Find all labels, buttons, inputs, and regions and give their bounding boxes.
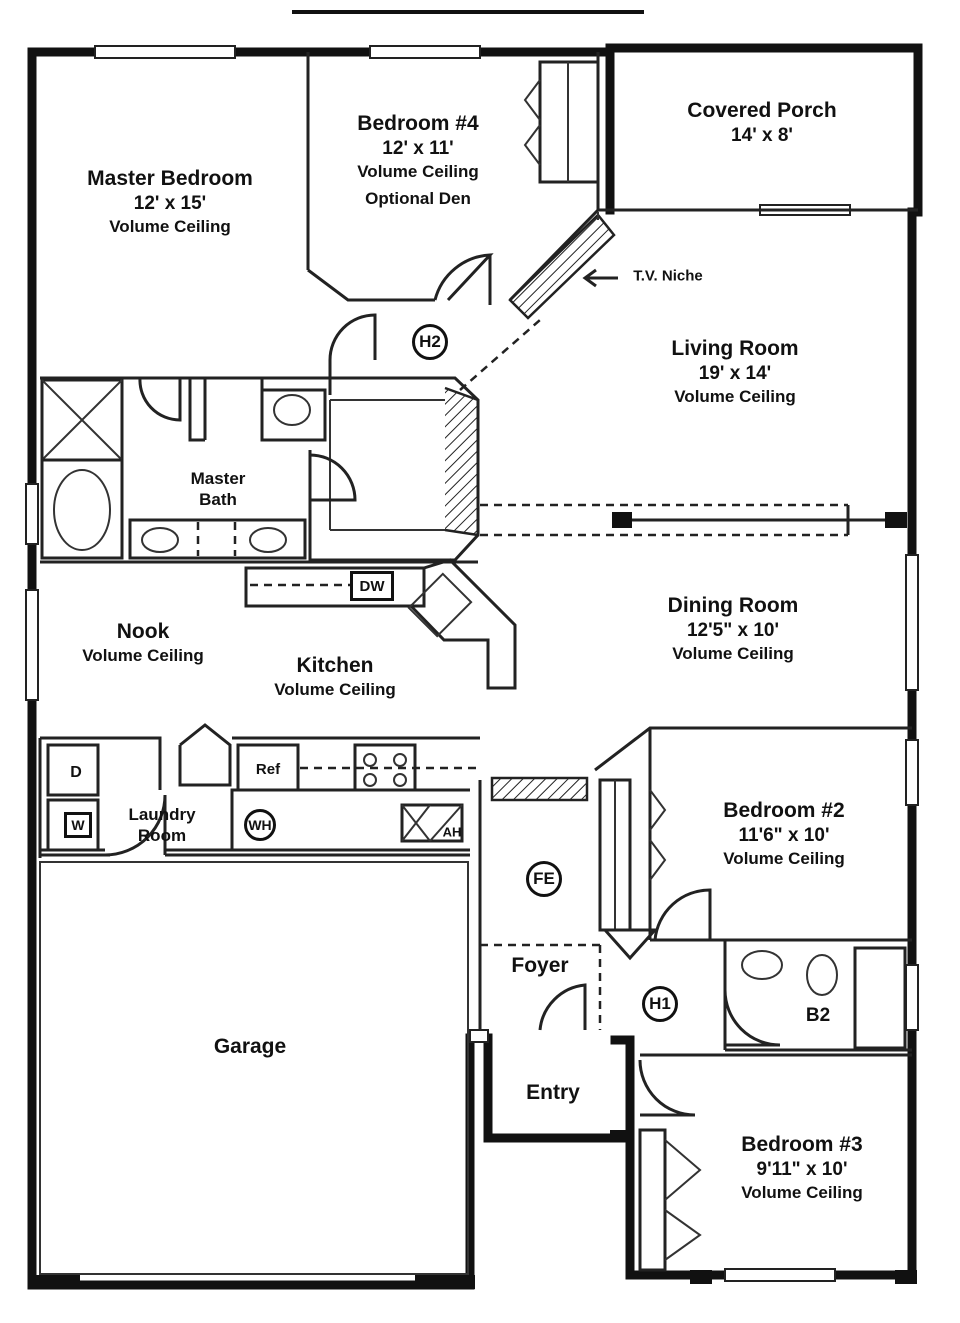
room-ceiling: Volume Ceiling bbox=[741, 1183, 863, 1202]
room-master-bath: Master Bath bbox=[191, 468, 246, 511]
room-alt-use: Optional Den bbox=[365, 189, 471, 209]
plan-title bbox=[292, 0, 644, 14]
air-handler-label: AH bbox=[442, 824, 462, 840]
room-entry: Entry bbox=[526, 1080, 580, 1106]
windows bbox=[25, 45, 919, 1282]
room-name: Living Room bbox=[671, 337, 799, 360]
room-name: Bedroom #3 bbox=[741, 1133, 863, 1156]
room-size: 12'5" x 10' bbox=[686, 620, 779, 642]
room-name: Entry bbox=[526, 1081, 580, 1104]
room-garage: Garage bbox=[214, 1034, 286, 1060]
room-name: Master bbox=[190, 469, 246, 488]
room-bedroom-3: Bedroom #3 9'11" x 10' Volume Ceiling bbox=[741, 1132, 863, 1203]
room-name: Covered Porch bbox=[687, 99, 837, 122]
room-ceiling: Volume Ceiling bbox=[274, 680, 396, 700]
room-size: 12' x 11' bbox=[382, 138, 454, 160]
room-name: Foyer bbox=[511, 954, 569, 977]
room-ceiling: Volume Ceiling bbox=[674, 387, 796, 406]
room-ceiling: Volume Ceiling bbox=[82, 646, 204, 666]
room-name: Garage bbox=[213, 1035, 287, 1058]
room-bedroom-2: Bedroom #2 11'6" x 10' Volume Ceiling bbox=[723, 798, 845, 869]
room-covered-porch: Covered Porch 14' x 8' bbox=[687, 98, 836, 148]
interior-walls bbox=[30, 52, 918, 1289]
room-kitchen: Kitchen Volume Ceiling bbox=[274, 653, 396, 701]
dishwasher-box: DW bbox=[350, 571, 394, 601]
room-name: Master Bedroom bbox=[87, 167, 253, 190]
tv-niche-arrow bbox=[582, 268, 618, 288]
room-ceiling: Volume Ceiling bbox=[672, 644, 794, 663]
room-name-line2: Bath bbox=[199, 490, 237, 510]
room-b2: B2 bbox=[805, 1005, 831, 1026]
refrigerator-label: Ref bbox=[255, 760, 281, 778]
hvac-h1-symbol: H1 bbox=[642, 986, 678, 1022]
door-swings bbox=[104, 212, 781, 1117]
room-name: Kitchen bbox=[296, 654, 374, 677]
room-ceiling: Volume Ceiling bbox=[109, 217, 231, 236]
room-name-line2: Room bbox=[137, 826, 187, 846]
room-dining-room: Dining Room 12'5" x 10' Volume Ceiling bbox=[668, 593, 799, 664]
room-master-bedroom: Master Bedroom 12' x 15' Volume Ceiling bbox=[87, 166, 253, 237]
room-size: 12' x 15' bbox=[133, 193, 207, 215]
room-size: 19' x 14' bbox=[698, 363, 772, 385]
room-name: Bedroom #2 bbox=[723, 799, 845, 822]
washer-box: W bbox=[64, 812, 92, 838]
dryer-label: D bbox=[70, 764, 82, 781]
room-size: 11'6" x 10' bbox=[738, 825, 830, 847]
room-size: 14' x 8' bbox=[731, 125, 793, 147]
room-ceiling: Volume Ceiling bbox=[723, 849, 845, 868]
room-size: 9'11" x 10' bbox=[756, 1159, 848, 1181]
room-nook: Nook Volume Ceiling bbox=[82, 619, 204, 667]
water-heater-symbol: WH bbox=[244, 809, 276, 841]
room-living-room: Living Room 19' x 14' Volume Ceiling bbox=[671, 336, 798, 407]
room-name: Dining Room bbox=[667, 594, 799, 617]
tv-niche-label: T.V. Niche bbox=[633, 267, 703, 285]
fire-extinguisher-symbol: FE bbox=[526, 861, 562, 897]
room-name: Bedroom #4 bbox=[357, 112, 479, 135]
room-ceiling: Volume Ceiling bbox=[357, 162, 479, 181]
hvac-h2-symbol: H2 bbox=[412, 324, 448, 360]
room-laundry: Laundry Room bbox=[128, 804, 195, 847]
room-name: Nook bbox=[116, 620, 170, 643]
room-bedroom-4: Bedroom #4 12' x 11' Volume Ceiling Opti… bbox=[357, 111, 479, 210]
room-name: Laundry bbox=[128, 805, 196, 824]
room-foyer: Foyer bbox=[511, 953, 568, 979]
